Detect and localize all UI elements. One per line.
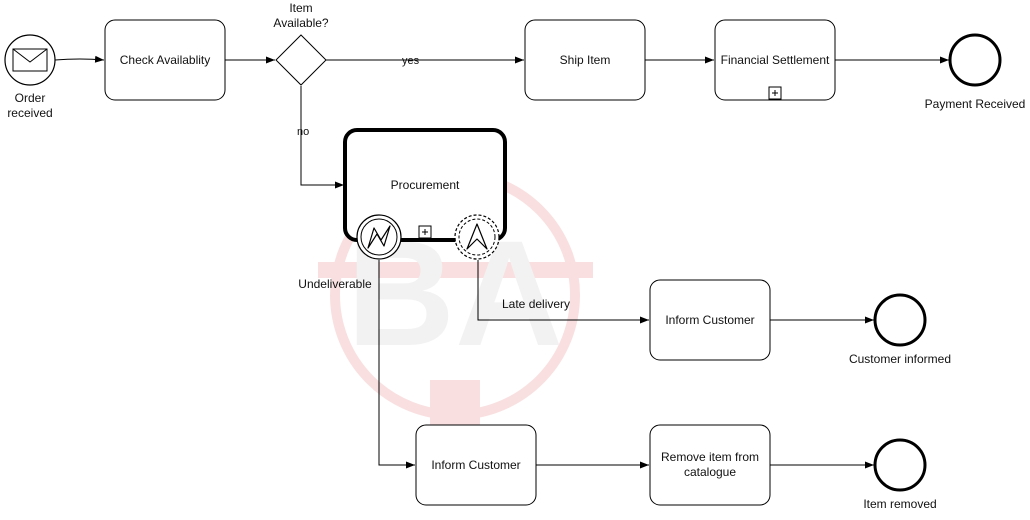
subprocess-financial-settlement[interactable] (714, 19, 836, 101)
gateway-no-label: no (297, 126, 310, 138)
start-event[interactable] (4, 34, 56, 86)
end-event-customer-informed[interactable] (873, 293, 927, 347)
gateway-yes-label: yes (402, 55, 420, 67)
flow-start-to-check[interactable] (54, 55, 105, 63)
lightning-icon (367, 225, 391, 249)
end-event-item-removed[interactable] (873, 438, 927, 492)
boundary-escalation-label: Late delivery (502, 297, 571, 311)
end-removed-label: Item removed (863, 497, 937, 511)
sequence-flows (54, 55, 949, 469)
gateway-label: Item Available? (273, 1, 329, 30)
envelope-icon (12, 48, 48, 72)
start-event-label: Order received (7, 91, 53, 120)
end-informed-label: Customer informed (848, 352, 952, 366)
task-inform-customer-undeliverable[interactable] (415, 424, 537, 506)
task-remove-item[interactable] (649, 424, 771, 506)
flow-gateway-no[interactable] (300, 86, 344, 189)
boundary-error-label: Undeliverable (298, 277, 372, 291)
boundary-error-event[interactable] (356, 214, 402, 260)
plus-square-icon (768, 86, 782, 100)
boundary-escalation-event[interactable] (454, 214, 500, 260)
subprocess-procurement[interactable] (343, 128, 507, 242)
end-payment-label: Payment Received (924, 97, 1026, 111)
plus-square-icon (418, 225, 432, 239)
task-check-availability[interactable] (104, 19, 226, 101)
end-event-payment-received[interactable] (948, 33, 1002, 87)
flow-undeliverable[interactable] (378, 260, 415, 469)
escalation-arrow-icon (466, 223, 488, 250)
flow-late-delivery[interactable] (477, 260, 649, 324)
task-ship-item[interactable] (524, 19, 646, 101)
exclusive-gateway[interactable] (275, 34, 327, 86)
task-inform-customer-late[interactable] (649, 279, 771, 361)
